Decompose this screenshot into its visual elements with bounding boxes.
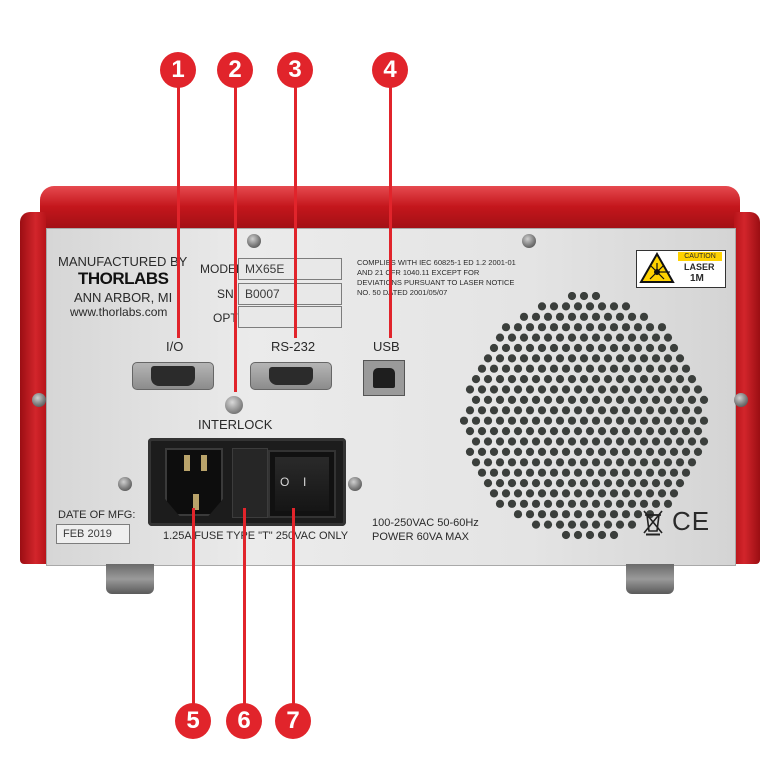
- callout-1: 1: [160, 52, 196, 88]
- thorlabs-logo: THORLABS: [78, 269, 169, 288]
- interlock-label: INTERLOCK: [198, 417, 273, 432]
- callout-leader-7: [292, 508, 295, 704]
- callout-leader-2: [234, 70, 237, 392]
- io-connector: [132, 362, 214, 390]
- power-rating-text: POWER 60VA MAX: [372, 531, 469, 543]
- voltage-rating-text: 100-250VAC 50-60Hz: [372, 517, 479, 529]
- manufactured-by-text: MANUFACTURED BY: [58, 254, 188, 269]
- rs232-connector: [250, 362, 332, 390]
- power-module-right-screw: [348, 477, 362, 491]
- chassis-left-side: [20, 212, 46, 564]
- website-text: www.thorlabs.com: [70, 305, 168, 319]
- callout-leader-1: [177, 70, 180, 338]
- iec-pin-ground: [193, 494, 199, 510]
- city-text: ANN ARBOR, MI: [74, 290, 173, 305]
- power-switch-rocker: [275, 457, 329, 511]
- io-connector-shell: [151, 366, 195, 386]
- opt-label: OPT: [213, 311, 238, 325]
- fan-grille: [459, 291, 710, 542]
- fuse-drawer: [232, 448, 268, 518]
- compliance-line-4: NO. 50 DATED 2001/05/07: [357, 288, 448, 297]
- switch-off-symbol: O: [280, 475, 290, 489]
- callout-5: 5: [175, 703, 211, 739]
- sn-field: B0007: [238, 283, 342, 305]
- left-side-screw: [32, 393, 46, 407]
- top-left-screw: [247, 234, 261, 248]
- interlock-jack: [225, 396, 243, 414]
- mfg-date-label: DATE OF MFG:: [58, 509, 136, 521]
- right-foot: [626, 564, 674, 594]
- callout-3: 3: [277, 52, 313, 88]
- callout-leader-5: [192, 508, 195, 704]
- usb-connector: [363, 360, 405, 396]
- callout-leader-4: [389, 70, 392, 338]
- power-module-left-screw: [118, 477, 132, 491]
- callout-leader-3: [294, 70, 297, 338]
- left-foot: [106, 564, 154, 594]
- caution-banner: CAUTION: [678, 252, 722, 261]
- sn-label: SN: [217, 287, 234, 301]
- chassis-right-side: [734, 212, 760, 564]
- laser-label-text: LASER: [684, 262, 715, 272]
- callout-6: 6: [226, 703, 262, 739]
- usb-connector-socket: [373, 368, 395, 388]
- rs232-port-label: RS-232: [271, 339, 316, 354]
- weee-bin-icon: [642, 508, 664, 536]
- compliance-line-1: COMPLIES WITH IEC 60825-1 ED 1.2 2001-01: [357, 258, 516, 267]
- model-field: MX65E: [238, 258, 342, 280]
- callout-4: 4: [372, 52, 408, 88]
- compliance-line-2: AND 21 CFR 1040.11 EXCEPT FOR: [357, 268, 480, 277]
- model-label: MODEL: [200, 262, 243, 276]
- callout-2: 2: [217, 52, 253, 88]
- right-side-screw: [734, 393, 748, 407]
- iec-pin-right: [201, 455, 207, 471]
- usb-port-label: USB: [373, 339, 400, 354]
- top-right-screw: [522, 234, 536, 248]
- laser-hazard-icon: [639, 251, 675, 284]
- callout-leader-6: [243, 508, 246, 704]
- switch-on-symbol: I: [303, 475, 307, 489]
- opt-field: [238, 306, 342, 328]
- ce-mark: CE: [672, 506, 711, 536]
- mfg-date-field: FEB 2019: [56, 524, 130, 544]
- io-port-label: I/O: [166, 339, 184, 354]
- power-switch: [268, 450, 336, 518]
- rs232-connector-shell: [269, 367, 313, 385]
- iec-pin-left: [184, 455, 190, 471]
- fuse-rating-text: 1.25A FUSE TYPE "T" 250VAC ONLY: [163, 530, 349, 542]
- compliance-line-3: DEVIATIONS PURSUANT TO LASER NOTICE: [357, 278, 515, 287]
- callout-7: 7: [275, 703, 311, 739]
- laser-class-text: 1M: [690, 273, 704, 284]
